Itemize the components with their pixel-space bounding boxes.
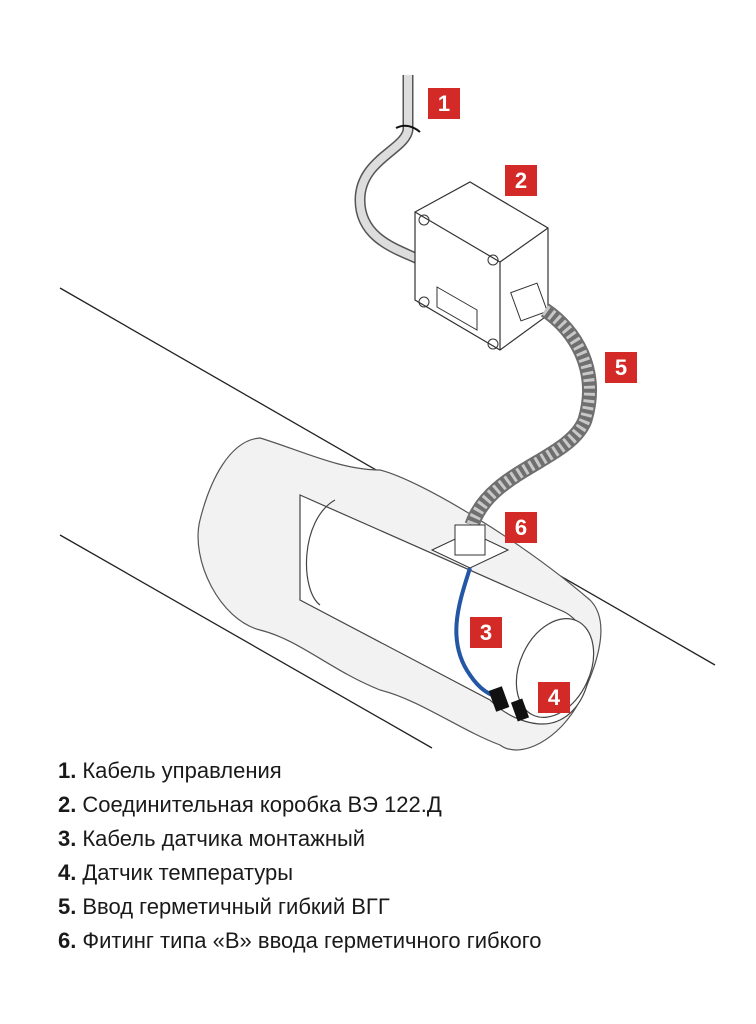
pipe-end [515, 618, 595, 718]
legend: 1.Кабель управления 2.Соединительная кор… [58, 754, 542, 958]
legend-item: 4.Датчик температуры [58, 860, 294, 885]
cable-gland [510, 282, 548, 322]
legend-item: 6.Фитинг типа «В» ввода герметичного гиб… [58, 928, 542, 953]
badge-3: 3 [470, 617, 502, 648]
junction-box [414, 181, 549, 351]
badge-4: 4 [538, 682, 570, 713]
legend-item: 2.Соединительная коробка ВЭ 122.Д [58, 792, 442, 817]
badge-5: 5 [605, 352, 637, 383]
sensor-cable [454, 567, 501, 700]
badge-1: 1 [428, 88, 460, 119]
insulation-seam [305, 499, 336, 606]
pipe-bottom-edge [59, 534, 433, 749]
cable-tie [395, 124, 421, 133]
fitting [430, 524, 510, 569]
legend-item: 3.Кабель датчика монтажный [58, 826, 366, 851]
badge-2: 2 [505, 165, 537, 196]
temperature-sensor [488, 686, 510, 712]
legend-item: 1.Кабель управления [58, 758, 282, 783]
legend-item: 5.Ввод герметичный гибкий ВГГ [58, 894, 390, 919]
badge-6: 6 [505, 512, 537, 543]
